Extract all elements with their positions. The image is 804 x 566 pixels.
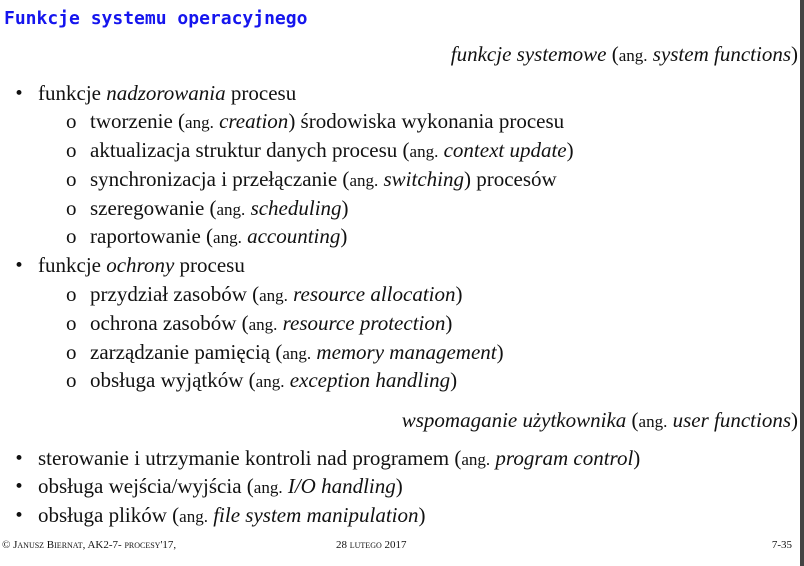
ang-abbrev: ang. bbox=[409, 142, 439, 161]
footer-page-number: 7-35 bbox=[771, 539, 792, 551]
item-text: ) bbox=[340, 224, 348, 248]
item-text: ) procesów bbox=[464, 167, 557, 191]
ang-abbrev: ang. bbox=[282, 344, 312, 363]
item-text: ) bbox=[395, 474, 403, 498]
english-term: memory management bbox=[311, 340, 497, 364]
english-term: creation bbox=[213, 109, 289, 133]
ang-abbrev: ang. bbox=[349, 171, 379, 190]
english-term: exception handling bbox=[284, 368, 451, 392]
section-heading-system-functions: funkcje systemowe (ang. system functions… bbox=[451, 42, 798, 67]
sublist-marker: o bbox=[66, 282, 77, 306]
english-term: I/O handling bbox=[282, 474, 396, 498]
ang-abbrev: ang. bbox=[179, 507, 208, 526]
sublist-item: zarządzanie pamięcią (ang. memory manage… bbox=[90, 339, 504, 367]
ang-abbrev: ang. bbox=[618, 46, 648, 65]
sublist-item: przydział zasobów (ang. resource allocat… bbox=[90, 281, 463, 309]
item-text: tworzenie ( bbox=[90, 109, 186, 133]
item-text: ) bbox=[418, 503, 426, 527]
english-term: user functions bbox=[667, 408, 791, 432]
item-text: raportowanie ( bbox=[90, 224, 214, 248]
sublist-item: obsługa wyjątków (ang. exception handlin… bbox=[90, 367, 457, 395]
section-heading-text: funkcje systemowe bbox=[450, 42, 607, 66]
bullet-icon: • bbox=[14, 84, 25, 104]
item-text: obsługa wejścia/wyjścia ( bbox=[38, 474, 254, 498]
item-text: aktualizacja struktur danych procesu ( bbox=[90, 138, 410, 162]
item-text: obsługa wyjątków ( bbox=[90, 368, 256, 392]
sublist-marker: o bbox=[66, 196, 77, 220]
item-text: ) bbox=[455, 282, 463, 306]
sublist-item: szeregowanie (ang. scheduling) bbox=[90, 195, 349, 223]
paren-close: ) bbox=[791, 408, 798, 432]
sublist-item: aktualizacja struktur danych procesu (an… bbox=[90, 137, 574, 165]
bullet-icon: • bbox=[14, 256, 25, 276]
item-text: ochrona zasobów ( bbox=[90, 311, 249, 335]
footer-author: © Janusz Biernat, AK2-7- procesy'17, bbox=[2, 539, 177, 551]
sublist-item: synchronizacja i przełączanie (ang. swit… bbox=[90, 166, 557, 194]
ang-abbrev: ang. bbox=[185, 113, 214, 132]
bullet-icon: • bbox=[14, 449, 25, 469]
ang-abbrev: ang. bbox=[253, 478, 283, 497]
list-item: obsługa plików (ang. file system manipul… bbox=[38, 502, 426, 530]
item-text: zarządzanie pamięcią ( bbox=[90, 340, 283, 364]
item-text: sterowanie i utrzymanie kontroli nad pro… bbox=[38, 446, 462, 470]
list-item: sterowanie i utrzymanie kontroli nad pro… bbox=[38, 445, 640, 473]
list-item-supervision: funkcje nadzorowania procesu bbox=[38, 80, 296, 106]
english-term: resource allocation bbox=[287, 282, 456, 306]
item-text: ) bbox=[566, 138, 574, 162]
sublist-marker: o bbox=[66, 109, 77, 133]
section-heading-user-functions: wspomaganie użytkownika (ang. user funct… bbox=[402, 408, 798, 433]
item-text: ) bbox=[633, 446, 641, 470]
item-text: funkcje bbox=[38, 81, 107, 105]
section-heading-text: wspomaganie użytkownika bbox=[401, 408, 627, 432]
ang-abbrev: ang. bbox=[461, 450, 491, 469]
item-text: obsługa plików ( bbox=[38, 503, 180, 527]
item-text: synchronizacja i przełączanie ( bbox=[90, 167, 350, 191]
english-term: system functions bbox=[647, 42, 791, 66]
sublist-marker: o bbox=[66, 224, 77, 248]
english-term: program control bbox=[490, 446, 634, 470]
item-emphasis: ochrony bbox=[106, 253, 175, 277]
item-text: procesu bbox=[225, 81, 297, 105]
item-text: przydział zasobów ( bbox=[90, 282, 260, 306]
item-text: ) bbox=[341, 196, 349, 220]
ang-abbrev: ang. bbox=[255, 372, 285, 391]
ang-abbrev: ang. bbox=[259, 286, 288, 305]
ang-abbrev: ang. bbox=[638, 412, 668, 431]
sublist-marker: o bbox=[66, 368, 77, 392]
english-term: accounting bbox=[241, 224, 341, 248]
paren-open: ( bbox=[626, 408, 639, 432]
item-text: ) środowiska wykonania procesu bbox=[288, 109, 565, 133]
english-term: resource protection bbox=[277, 311, 446, 335]
english-term: switching bbox=[378, 167, 464, 191]
sublist-marker: o bbox=[66, 138, 77, 162]
bullet-icon: • bbox=[14, 477, 25, 497]
ang-abbrev: ang. bbox=[216, 200, 246, 219]
sublist-marker: o bbox=[66, 167, 77, 191]
sublist-marker: o bbox=[66, 340, 77, 364]
ang-abbrev: ang. bbox=[248, 315, 278, 334]
item-text: ) bbox=[450, 368, 458, 392]
english-term: scheduling bbox=[245, 196, 342, 220]
sublist-marker: o bbox=[66, 311, 77, 335]
sublist-item: tworzenie (ang. creation) środowiska wyk… bbox=[90, 108, 564, 136]
item-text: szeregowanie ( bbox=[90, 196, 217, 220]
item-text: funkcje bbox=[38, 253, 107, 277]
english-term: context update bbox=[438, 138, 567, 162]
item-text: procesu bbox=[174, 253, 245, 277]
bullet-icon: • bbox=[14, 506, 25, 526]
paren-close: ) bbox=[791, 42, 798, 66]
sublist-item: ochrona zasobów (ang. resource protectio… bbox=[90, 310, 452, 338]
list-item: obsługa wejścia/wyjścia (ang. I/O handli… bbox=[38, 473, 403, 501]
paren-open: ( bbox=[606, 42, 619, 66]
item-emphasis: nadzorowania bbox=[106, 81, 226, 105]
item-text: ) bbox=[445, 311, 453, 335]
sublist-item: raportowanie (ang. accounting) bbox=[90, 223, 347, 251]
english-term: file system manipulation bbox=[207, 503, 419, 527]
list-item-protection: funkcje ochrony procesu bbox=[38, 252, 245, 278]
footer-date: 28 lutego 2017 bbox=[336, 539, 407, 551]
slide-title: Funkcje systemu operacyjnego bbox=[4, 8, 308, 29]
ang-abbrev: ang. bbox=[213, 228, 242, 247]
item-text: ) bbox=[496, 340, 504, 364]
